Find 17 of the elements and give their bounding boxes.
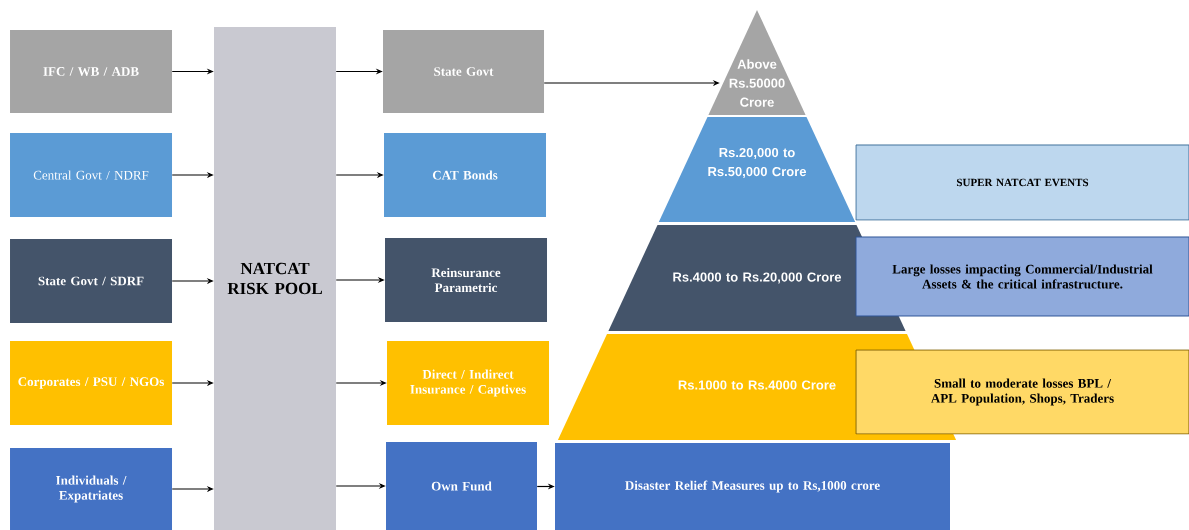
channel-box: State Govt: [383, 30, 544, 113]
source-box: IFC / WB / ADB: [10, 30, 172, 113]
description-box: Small to moderate losses BPL / APL Population, Shops, Traders: [855, 349, 1189, 435]
channel-box: Direct / Indirect Insurance / Captives: [387, 341, 549, 425]
channel-box: Reinsurance Parametric: [385, 238, 547, 322]
description-box: Large losses impacting Commercial/Industrial Assets & the critical infrastructure.: [855, 236, 1189, 317]
channel-box: CAT Bonds: [384, 133, 546, 217]
source-box: Central Govt / NDRF: [10, 133, 172, 217]
pyramid-tier: Above Rs.50000 Crore: [708, 10, 806, 115]
source-box: Individuals / Expatriates: [10, 448, 172, 530]
base-box: Disaster Relief Measures up to Rs,1000 crore: [555, 443, 950, 530]
source-box: State Govt / SDRF: [10, 239, 172, 323]
pyramid-tier: Rs.20,000 to Rs.50,000 Crore: [658, 117, 856, 222]
pool-column: NATCAT RISK POOL: [214, 27, 336, 530]
description-box: SUPER NATCAT EVENTS: [855, 144, 1189, 221]
source-box: Corporates / PSU / NGOs: [10, 341, 172, 425]
channel-box: Own Fund: [386, 442, 537, 530]
